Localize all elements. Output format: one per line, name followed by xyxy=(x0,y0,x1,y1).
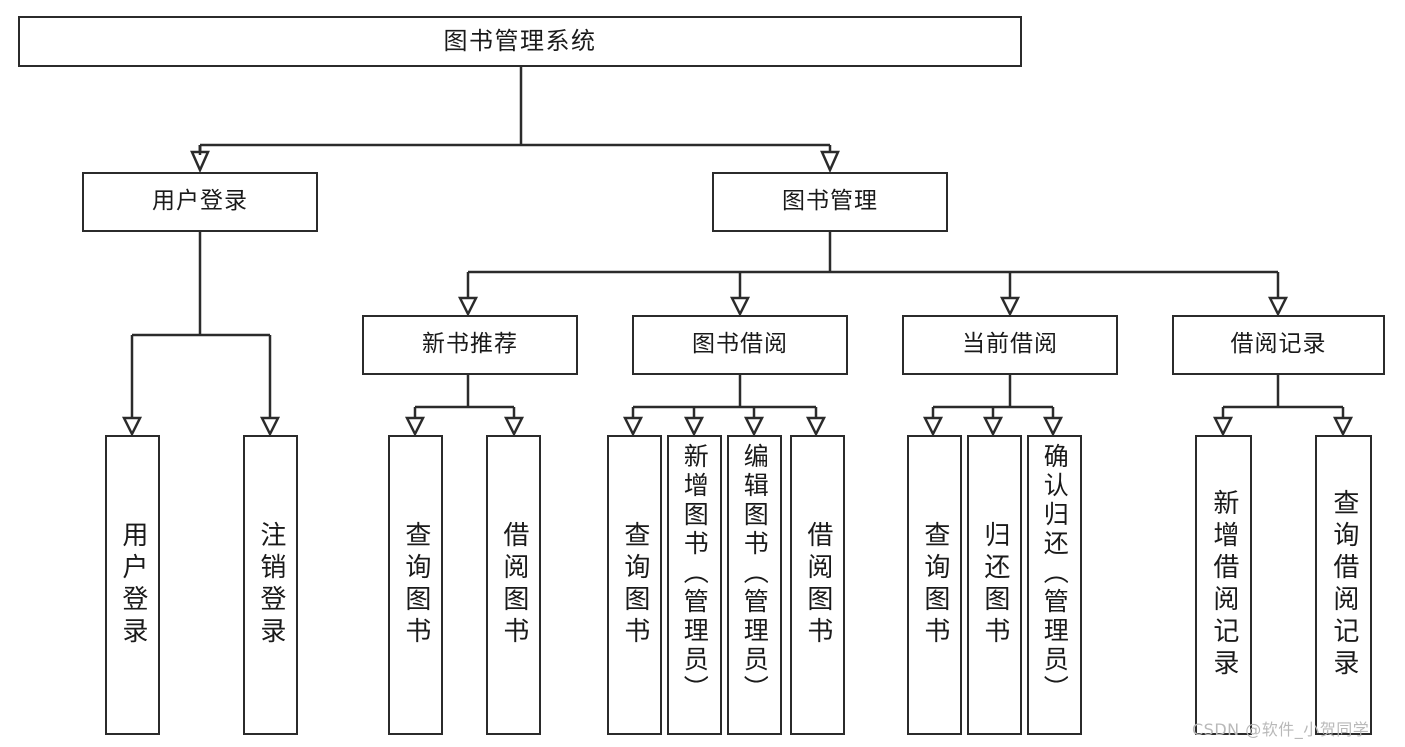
node-label: 归还图书 xyxy=(979,521,1010,649)
leaf-current-borrow-query[interactable]: 查询图书 xyxy=(907,435,962,735)
node-label: 查询借阅记录 xyxy=(1328,489,1359,681)
node-borrow-record[interactable]: 借阅记录 xyxy=(1172,315,1385,375)
leaf-borrow-record-query[interactable]: 查询借阅记录 xyxy=(1315,435,1372,735)
node-book-management[interactable]: 图书管理 xyxy=(712,172,948,232)
leaf-user-login-logout[interactable]: 注销登录 xyxy=(243,435,298,735)
node-label: 当前借阅 xyxy=(962,331,1058,358)
node-label: 新书推荐 xyxy=(422,331,518,358)
node-label: 借阅记录 xyxy=(1230,331,1327,358)
leaf-user-login-login[interactable]: 用户登录 xyxy=(105,435,160,735)
node-current-borrow[interactable]: 当前借阅 xyxy=(902,315,1118,375)
node-label: 注销登录 xyxy=(255,521,286,649)
node-label: 图书管理 xyxy=(782,188,878,215)
leaf-current-borrow-confirm-return[interactable]: 确认归还（管理员） xyxy=(1027,435,1082,735)
node-label: 借阅图书 xyxy=(498,521,529,649)
node-root-system[interactable]: 图书管理系统 xyxy=(18,16,1022,67)
node-book-borrow[interactable]: 图书借阅 xyxy=(632,315,848,375)
leaf-book-borrow-add[interactable]: 新增图书（管理员） xyxy=(667,435,722,735)
node-label: 编辑图书（管理员） xyxy=(740,443,770,704)
leaf-book-borrow-borrow[interactable]: 借阅图书 xyxy=(790,435,845,735)
csdn-watermark: CSDN @软件_小贺同学 xyxy=(1192,720,1370,739)
leaf-book-borrow-query[interactable]: 查询图书 xyxy=(607,435,662,735)
node-label: 新增借阅记录 xyxy=(1208,489,1239,681)
leaf-borrow-record-add[interactable]: 新增借阅记录 xyxy=(1195,435,1252,735)
node-label: 查询图书 xyxy=(619,521,650,649)
node-label: 用户登录 xyxy=(117,521,148,649)
leaf-book-borrow-edit[interactable]: 编辑图书（管理员） xyxy=(727,435,782,735)
node-label: 确认归还（管理员） xyxy=(1040,443,1070,704)
leaf-new-book-query[interactable]: 查询图书 xyxy=(388,435,443,735)
node-new-book-recommend[interactable]: 新书推荐 xyxy=(362,315,578,375)
leaf-new-book-borrow[interactable]: 借阅图书 xyxy=(486,435,541,735)
node-user-login[interactable]: 用户登录 xyxy=(82,172,318,232)
leaf-current-borrow-return[interactable]: 归还图书 xyxy=(967,435,1022,735)
node-label: 图书借阅 xyxy=(692,331,788,358)
node-label: 图书管理系统 xyxy=(443,27,597,56)
node-label: 新增图书（管理员） xyxy=(680,443,710,704)
node-label: 借阅图书 xyxy=(802,521,833,649)
node-label: 查询图书 xyxy=(919,521,950,649)
node-label: 用户登录 xyxy=(152,188,248,215)
node-label: 查询图书 xyxy=(400,521,431,649)
